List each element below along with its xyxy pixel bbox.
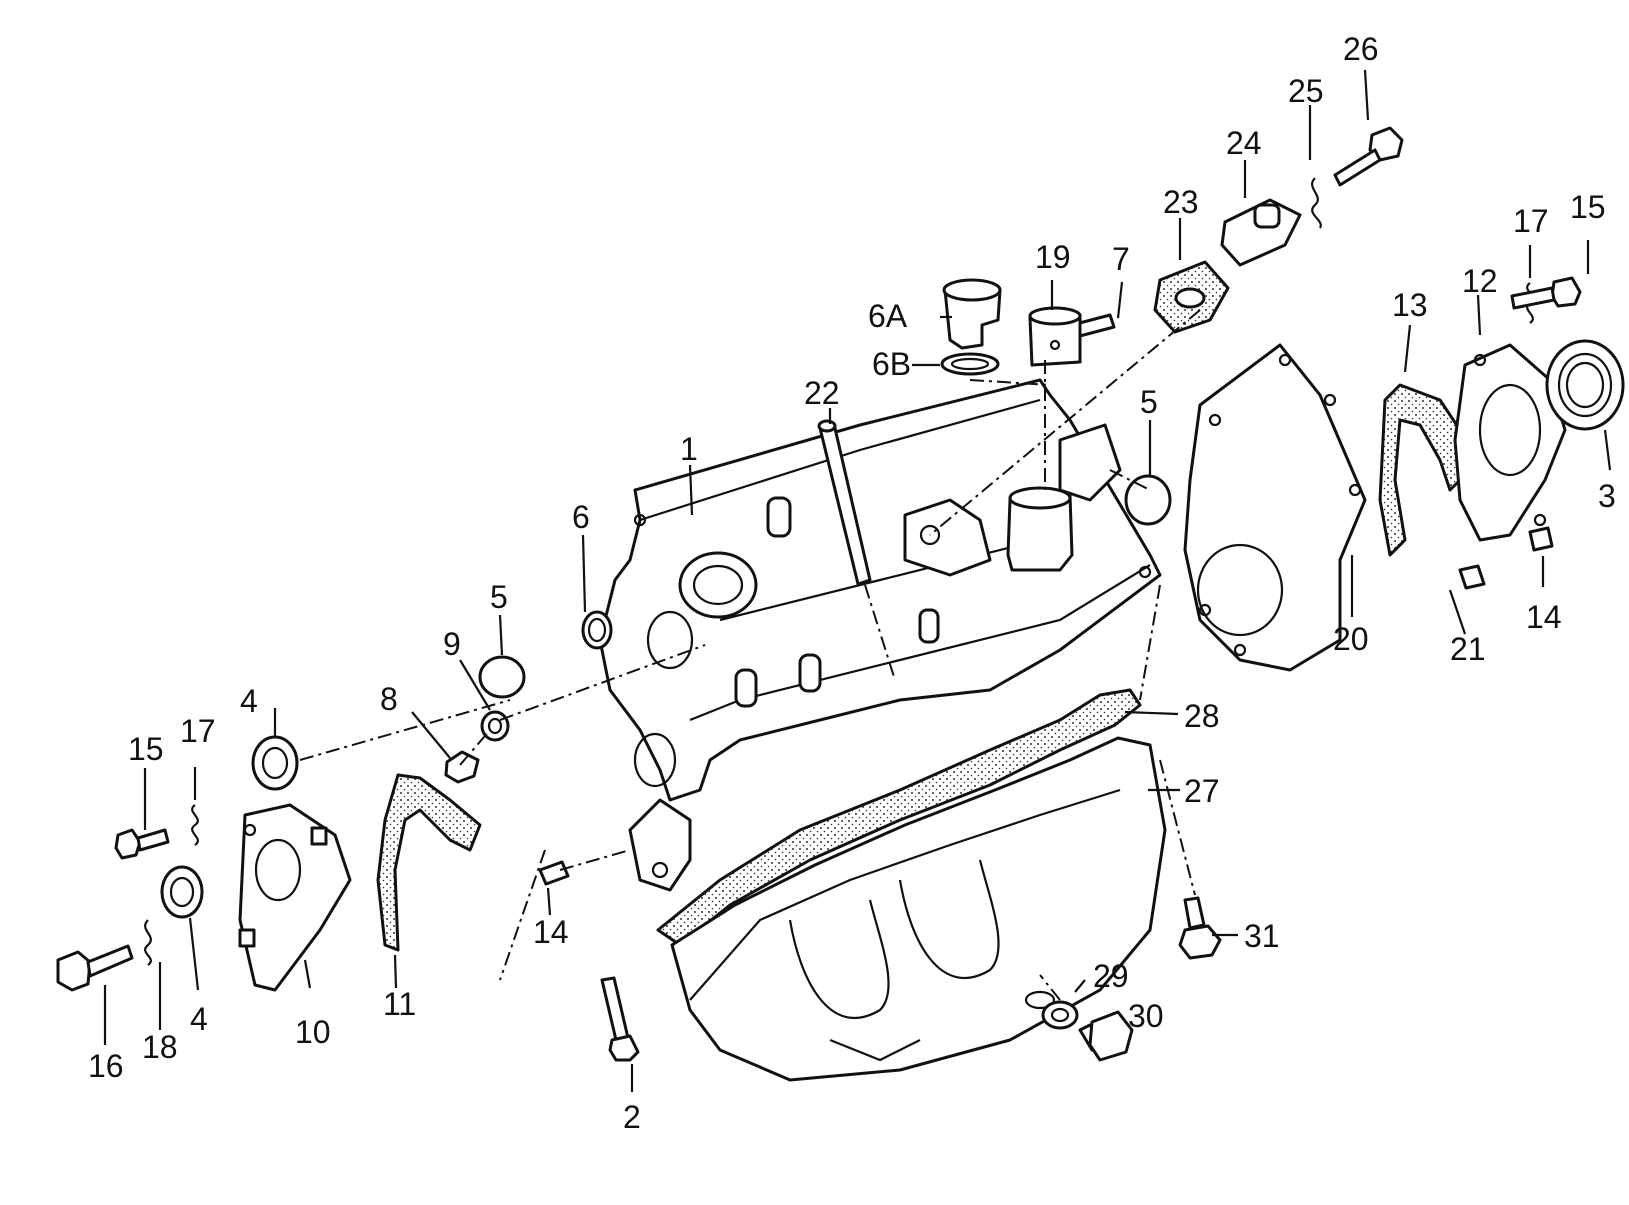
intermediate-plate	[1183, 343, 1367, 672]
dowel-14-rear	[1528, 526, 1554, 552]
center-lines	[299, 309, 1201, 1001]
gasket-23	[1153, 260, 1230, 334]
seal-6	[581, 610, 613, 650]
label-11: 11	[383, 986, 416, 1022]
engine-block	[598, 378, 1162, 892]
front-oil-seal-upper	[251, 735, 299, 791]
rear-oil-seal-flange	[1453, 343, 1567, 542]
label-4-lower: 4	[190, 1001, 208, 1037]
label-13: 13	[1392, 287, 1428, 323]
label-3: 3	[1598, 478, 1616, 514]
seal-6A	[942, 278, 1002, 350]
label-6: 6	[572, 499, 590, 535]
label-22: 22	[804, 375, 840, 411]
label-15-front: 15	[128, 731, 164, 767]
bush-19	[1028, 306, 1082, 367]
label-5-left: 5	[490, 579, 508, 615]
label-21: 21	[1450, 631, 1486, 667]
rear-oil-seal	[1545, 339, 1625, 431]
label-15-rear: 15	[1570, 189, 1606, 225]
label-20: 20	[1333, 621, 1369, 657]
o-ring-6B	[940, 352, 1000, 376]
label-9: 9	[443, 626, 461, 662]
label-23: 23	[1163, 184, 1199, 220]
label-10: 10	[295, 1014, 331, 1050]
plug-8	[444, 750, 480, 784]
spring-washer-18	[144, 919, 152, 966]
front-flange-gasket	[376, 773, 482, 952]
front-oil-seal-lower	[160, 865, 204, 919]
label-4-upper: 4	[240, 683, 258, 719]
spring-washer-25	[1311, 177, 1322, 229]
label-5-right: 5	[1140, 384, 1158, 420]
label-17-front: 17	[180, 713, 216, 749]
dowel-14-front	[538, 860, 570, 886]
sleeve-21	[1458, 564, 1486, 590]
bolt-26	[1333, 126, 1404, 187]
label-17-rear: 17	[1513, 203, 1549, 239]
label-30: 30	[1128, 998, 1164, 1034]
label-1: 1	[680, 431, 698, 467]
bolt-16	[56, 944, 134, 992]
label-28: 28	[1184, 698, 1220, 734]
label-2: 2	[623, 1099, 641, 1135]
label-29: 29	[1093, 958, 1129, 994]
label-12: 12	[1462, 263, 1498, 299]
spring-washer-17-front	[191, 804, 199, 846]
flange-24	[1220, 198, 1302, 267]
label-25: 25	[1288, 73, 1324, 109]
plug-5-left	[478, 655, 526, 699]
label-19: 19	[1035, 239, 1071, 275]
label-16: 16	[88, 1048, 124, 1084]
leader-lines	[103, 69, 1612, 1092]
label-7: 7	[1112, 241, 1130, 277]
label-31: 31	[1244, 918, 1280, 954]
bolt-15-rear	[1510, 276, 1582, 310]
intermediate-shaft-bush	[1006, 423, 1122, 572]
label-18: 18	[142, 1029, 178, 1065]
bolt-2	[600, 976, 640, 1062]
oil-pan	[670, 736, 1167, 1082]
label-6B: 6B	[872, 346, 911, 382]
label-27: 27	[1184, 773, 1220, 809]
front-oil-seal-flange	[238, 803, 352, 992]
washer-29	[1041, 1000, 1079, 1030]
plug-5-right	[1124, 474, 1172, 526]
oil-pan-gasket	[656, 688, 1142, 947]
label-26: 26	[1343, 31, 1379, 67]
bolt-31	[1178, 896, 1222, 960]
callout-labels: 1 2 3 4 4 5 5 6 6A 6B 7 8 9 10 11 12 13 …	[88, 31, 1616, 1135]
label-6A: 6A	[868, 298, 908, 334]
label-14-rear: 14	[1526, 599, 1562, 635]
rear-flange-gasket	[1378, 383, 1477, 557]
label-8: 8	[380, 681, 398, 717]
drain-plug-30	[1078, 1010, 1134, 1062]
label-14-front: 14	[533, 914, 569, 950]
label-24: 24	[1226, 125, 1262, 161]
bolt-15-front	[114, 828, 170, 860]
